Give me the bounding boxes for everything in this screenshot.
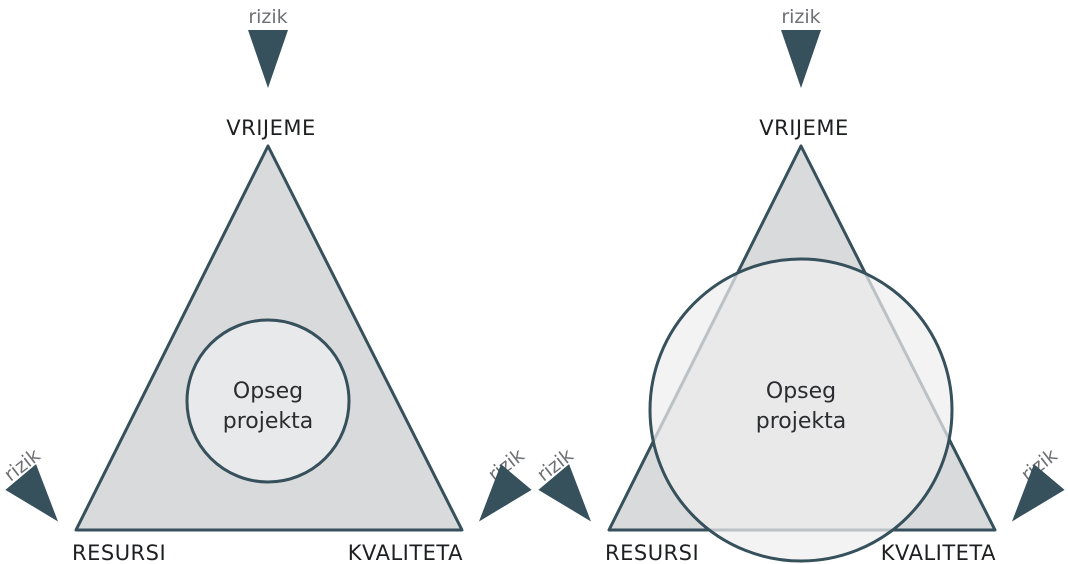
scope-label-line2: projekta bbox=[756, 409, 846, 434]
scope-label-line2: projekta bbox=[223, 409, 313, 434]
vertex-label-left: RESURSI bbox=[605, 541, 699, 564]
vertex-label-top: VRIJEME bbox=[759, 116, 849, 140]
arrow-down-right-icon bbox=[538, 464, 591, 522]
scope-label-line1: Opseg bbox=[233, 379, 303, 404]
diagram-small-scope: Opseg projekta rizik rizik rizik bbox=[0, 6, 532, 564]
arrow-down-left-icon bbox=[1012, 464, 1065, 522]
risk-label-top: rizik bbox=[248, 6, 287, 28]
vertex-label-right: KVALITETA bbox=[348, 541, 463, 564]
arrow-down-icon bbox=[248, 30, 288, 88]
scope-circle-large bbox=[648, 257, 954, 563]
risk-arrow-right: rizik bbox=[479, 444, 532, 522]
diagram-large-scope: Opseg projekta rizik rizik rizik bbox=[533, 6, 1065, 564]
risk-arrow-left: rizik bbox=[533, 444, 591, 522]
scope-circle bbox=[185, 318, 351, 484]
risk-arrow-right: rizik bbox=[1012, 444, 1065, 522]
risk-arrow-left: rizik bbox=[0, 444, 58, 522]
risk-arrow-top: rizik bbox=[248, 6, 288, 88]
scope-label-line1: Opseg bbox=[766, 379, 836, 404]
risk-label-top: rizik bbox=[781, 6, 820, 28]
arrow-down-icon bbox=[781, 30, 821, 88]
vertex-label-top: VRIJEME bbox=[226, 116, 316, 140]
vertex-label-right: KVALITETA bbox=[881, 541, 996, 564]
arrow-down-left-icon bbox=[479, 464, 532, 522]
risk-arrow-top: rizik bbox=[781, 6, 821, 88]
arrow-down-right-icon bbox=[5, 464, 58, 522]
vertex-label-left: RESURSI bbox=[72, 541, 166, 564]
